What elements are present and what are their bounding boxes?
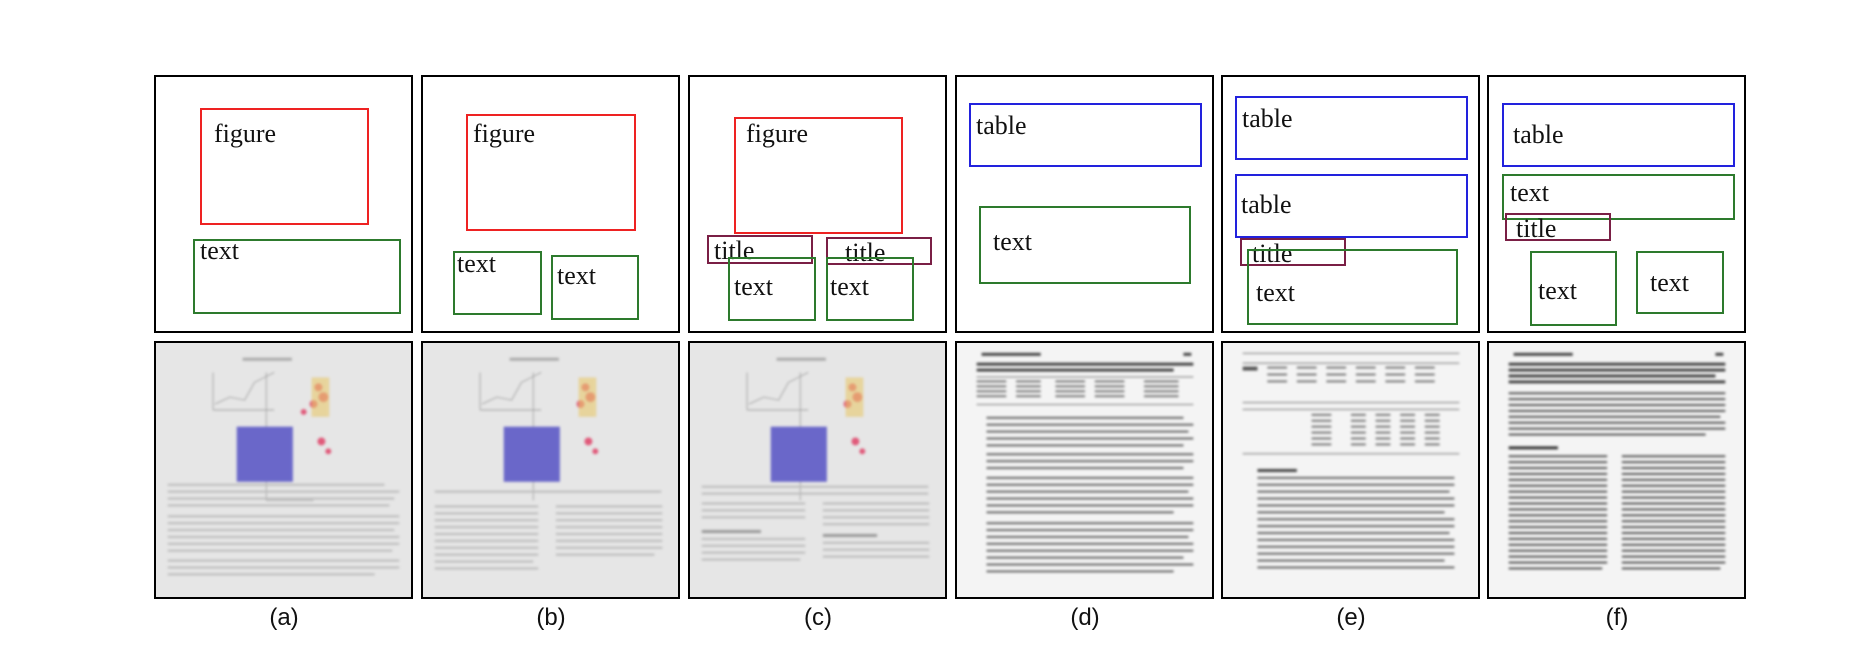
region-label: title: [1516, 214, 1557, 243]
title-region: title: [1240, 238, 1346, 268]
layout-panel-a: figure text: [154, 75, 413, 333]
title-region: title: [1505, 213, 1611, 243]
document-page-image: [1489, 343, 1744, 597]
document-page-image: [957, 343, 1212, 597]
layout-panel-c: figure title title text text: [688, 75, 947, 333]
document-thumbnail-e: [1221, 341, 1480, 599]
layout-panel-d: table text: [955, 75, 1214, 333]
region-label: text: [993, 227, 1032, 256]
region-label: text: [1650, 268, 1689, 297]
region-label: table: [1241, 190, 1292, 219]
text-region: text: [453, 251, 542, 315]
figure-region: figure: [466, 114, 636, 231]
text-region: text: [826, 257, 914, 321]
text-region: text: [979, 206, 1191, 284]
region-label: text: [200, 236, 239, 265]
region-label: table: [976, 111, 1027, 140]
table-region: table: [1502, 103, 1735, 167]
document-thumbnail-a: [154, 341, 413, 599]
document-thumbnail-f: [1487, 341, 1746, 599]
table-region: table: [969, 103, 1202, 167]
panel-caption-f: (f): [1605, 604, 1629, 631]
region-label: figure: [746, 119, 809, 148]
region-label: figure: [473, 119, 536, 148]
document-page-image: [690, 343, 945, 597]
region-label: title: [1252, 239, 1293, 268]
text-region: text: [1502, 174, 1735, 220]
document-page-image: [423, 343, 678, 597]
region-label: text: [457, 249, 496, 278]
panel-caption-e: (e): [1336, 604, 1366, 631]
document-thumbnail-c: [688, 341, 947, 599]
document-thumbnail-b: [421, 341, 680, 599]
region-label: text: [1538, 276, 1577, 305]
panel-caption-b: (b): [536, 604, 566, 631]
document-thumbnail-d: [955, 341, 1214, 599]
text-region: text: [1636, 251, 1724, 314]
text-region: text: [1530, 251, 1617, 326]
document-page-image: [156, 343, 411, 597]
panel-caption-c: (c): [804, 604, 832, 631]
region-label: title: [714, 236, 755, 265]
region-label: table: [1242, 104, 1293, 133]
text-region: text: [551, 255, 639, 320]
text-region: text: [193, 236, 401, 314]
panel-caption-a: (a): [269, 604, 299, 631]
region-label: title: [845, 238, 886, 267]
region-label: text: [1256, 278, 1295, 307]
figure-region: figure: [734, 117, 903, 234]
region-label: text: [1510, 178, 1549, 207]
text-region: text: [1247, 249, 1458, 325]
panel-caption-d: (d): [1070, 604, 1100, 631]
region-label: text: [830, 272, 869, 301]
table-region: table: [1235, 96, 1468, 160]
region-label: table: [1513, 120, 1564, 149]
layout-panel-b: figure text text: [421, 75, 680, 333]
figure-region: figure: [200, 108, 369, 225]
region-label: text: [557, 261, 596, 290]
region-label: figure: [214, 119, 277, 148]
title-region: title: [707, 235, 813, 264]
layout-panel-e: table table title text: [1221, 75, 1480, 333]
document-page-image: [1223, 343, 1478, 597]
table-region: table: [1235, 174, 1468, 238]
text-region: text: [728, 257, 816, 321]
layout-panel-f: table text title text text: [1487, 75, 1746, 333]
region-label: text: [734, 272, 773, 301]
title-region: title: [826, 237, 932, 267]
